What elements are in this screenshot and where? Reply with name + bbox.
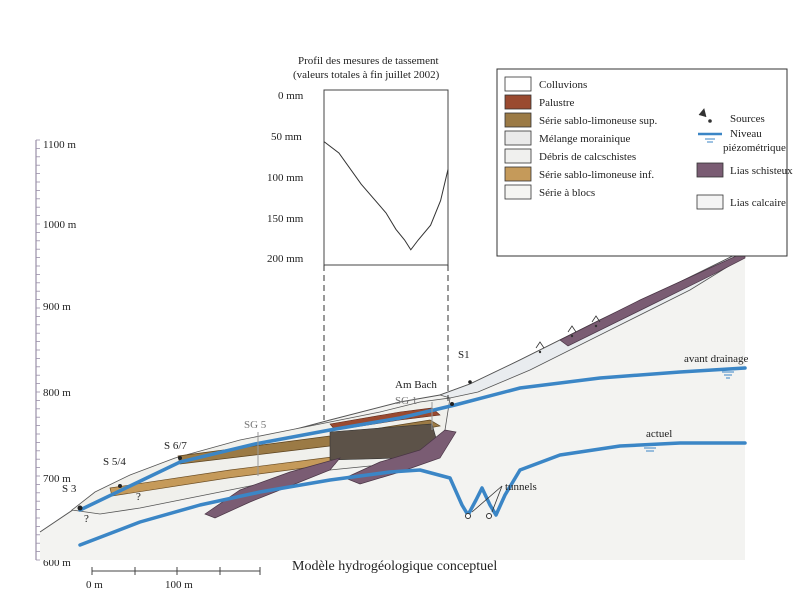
tunnel-1-icon <box>465 513 471 519</box>
settlement-curve <box>323 141 449 251</box>
borehole-s67-marker <box>178 456 182 460</box>
legend-swatch-colluvions <box>504 76 532 92</box>
label-s3: S 3 <box>62 483 77 495</box>
water-table-actuel <box>78 441 747 547</box>
label-sg5: SG 5 <box>244 419 267 431</box>
borehole-s54-marker <box>118 484 122 488</box>
label-question-2: ? <box>84 513 89 525</box>
lias-calcaire-bedrock <box>40 250 745 560</box>
label-am-bach: Am Bach <box>395 379 437 391</box>
elev-label-1100: 1100 m <box>43 139 76 151</box>
label-s67: S 6/7 <box>164 440 187 452</box>
legend-label-sablo-sup: Série sablo-limoneuse sup. <box>539 115 657 127</box>
legend-label-debris: Débris de calcschistes <box>539 151 636 163</box>
label-avant-drainage: avant drainage <box>684 353 749 365</box>
tunnel-2-icon <box>486 513 492 519</box>
legend-label-niveau-line1: Niveau <box>730 128 762 140</box>
lias-schisteux-lens-1 <box>204 457 341 519</box>
legend-swatch-palustre <box>504 94 532 110</box>
legend-swatch-lias-calcaire <box>696 194 724 210</box>
settlement-tick-100mm: 100 mm <box>267 172 304 184</box>
label-s54: S 5/4 <box>103 456 126 468</box>
settlement-tick-0mm: 0 mm <box>278 90 304 102</box>
source-icon <box>591 315 601 328</box>
legend-label-palustre: Palustre <box>539 97 575 109</box>
legend-swatch-debris <box>504 148 532 164</box>
water-table-avant-drainage <box>78 366 747 512</box>
legend-label-colluvions: Colluvions <box>539 79 587 91</box>
label-sg1: SG 1 <box>395 395 417 407</box>
legend-source-icon <box>698 108 712 123</box>
settlement-profile-title-line1: Profil des mesures de tassement <box>298 55 439 67</box>
legend: Colluvions Palustre Série sablo-limoneus… <box>496 68 793 257</box>
settlement-profile-frame <box>323 89 449 266</box>
distance-label-100: 100 m <box>165 579 193 591</box>
diagram-title: Modèle hydrogéologique conceptuel <box>292 559 497 574</box>
label-tunnels: tunnels <box>505 481 537 493</box>
label-s1: S1 <box>458 349 470 361</box>
source-icon <box>535 341 545 354</box>
legend-swatch-sablo-inf <box>504 166 532 182</box>
settlement-profile: Profil des mesures de tassement (valeurs… <box>267 55 449 420</box>
water-level-symbol-avant <box>722 371 734 379</box>
elev-label-900: 900 m <box>43 301 71 313</box>
lias-schisteux-upper <box>559 251 746 347</box>
legend-label-sources: Sources <box>730 113 765 125</box>
lias-schisteux-lens-2 <box>344 429 457 485</box>
tunnels-leader-2 <box>491 485 503 513</box>
elevation-axis: 1100 m 1000 m 900 m 800 m 700 m 600 m <box>35 139 77 569</box>
distance-scale: 0 m 100 m <box>86 567 261 591</box>
water-level-symbol-actuel <box>644 447 656 452</box>
legend-label-niveau-line2: piézométrique <box>723 142 786 154</box>
legend-swatch-sablo-sup <box>504 112 532 128</box>
borehole-s1-marker <box>468 380 472 384</box>
label-actuel: actuel <box>646 428 672 440</box>
legend-label-blocs: Série à blocs <box>539 187 595 199</box>
elev-label-800: 800 m <box>43 387 71 399</box>
elevation-axis-ticks <box>36 139 40 561</box>
legend-water-level-icon <box>698 132 722 143</box>
settlement-profile-title-line2: (valeurs totales à fin juillet 2002) <box>293 69 440 81</box>
legend-label-sablo-inf: Série sablo-limoneuse inf. <box>539 169 654 181</box>
distance-label-0: 0 m <box>86 579 103 591</box>
legend-label-lias-calcaire: Lias calcaire <box>730 197 786 209</box>
legend-swatch-melange <box>504 130 532 146</box>
legend-label-lias-schisteux: Lias schisteux <box>730 165 793 177</box>
elev-label-700: 700 m <box>43 473 71 485</box>
elev-label-1000: 1000 m <box>43 219 77 231</box>
legend-label-melange: Mélange morainique <box>539 133 630 145</box>
legend-swatch-lias-schisteux <box>696 162 724 178</box>
source-icon <box>567 325 577 338</box>
borehole-ambach-marker <box>450 402 454 406</box>
settlement-tick-50mm: 50 mm <box>271 131 302 143</box>
tunnels-leader-1 <box>471 485 503 513</box>
legend-frame <box>496 68 788 257</box>
borehole-s3-marker <box>77 505 83 511</box>
legend-swatch-blocs <box>504 184 532 200</box>
cross-section: tunnels S 3 S 5/4 S 6/7 SG 5 SG 1 Am Bac… <box>39 249 749 560</box>
label-question-1: ? <box>136 491 141 503</box>
settlement-tick-200mm: 200 mm <box>267 253 304 265</box>
settlement-tick-150mm: 150 mm <box>267 213 304 225</box>
